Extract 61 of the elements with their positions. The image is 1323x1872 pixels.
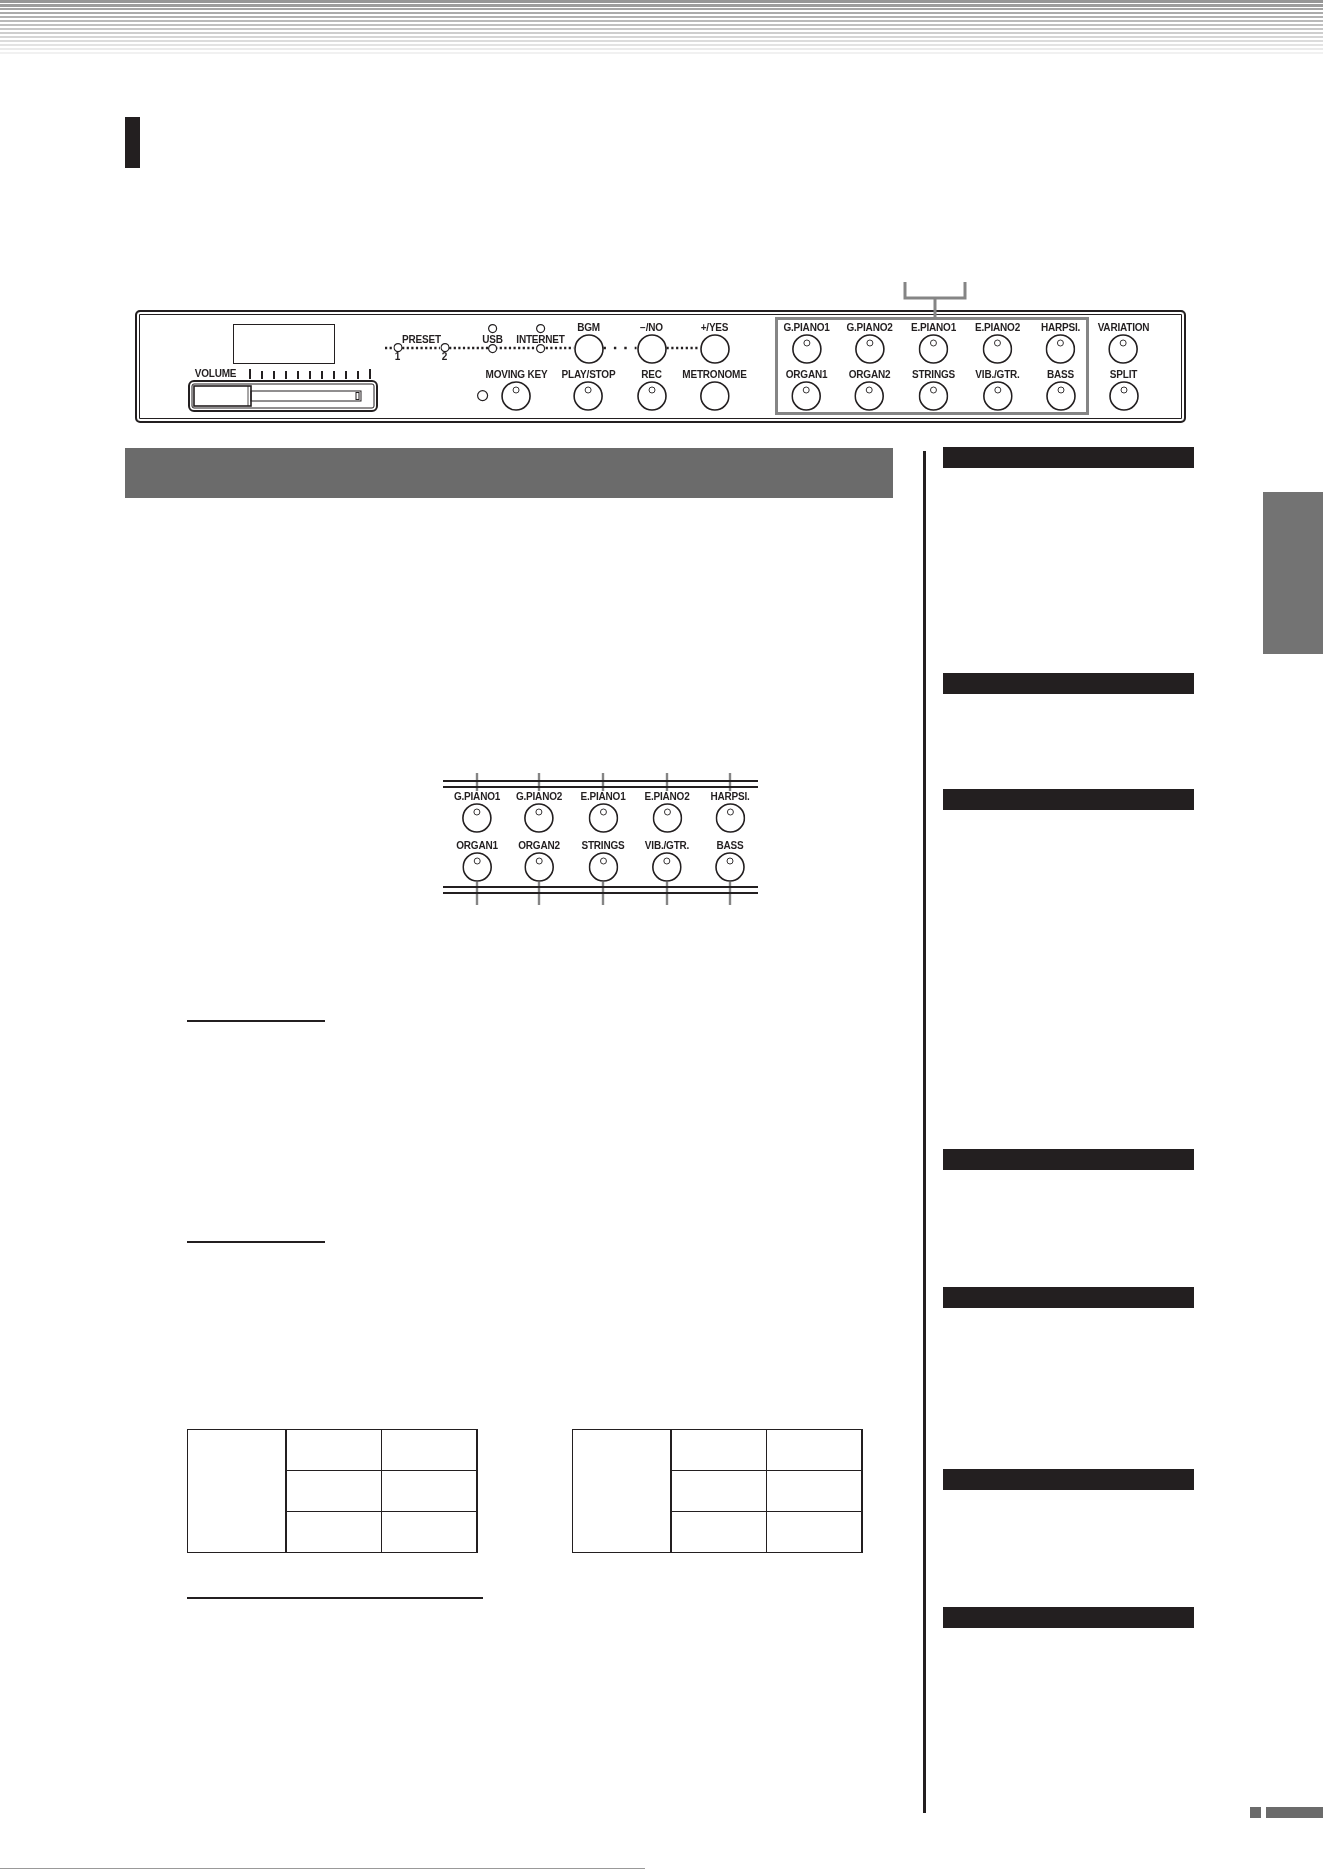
leader-line	[537, 882, 541, 905]
sidebar-heading-bar	[943, 1149, 1194, 1170]
indicator-label: INTERNET	[516, 334, 565, 345]
button-label: VARIATION	[1097, 321, 1150, 333]
button-label: SPLIT	[1109, 368, 1138, 380]
leader-line	[475, 773, 479, 791]
display-screen	[232, 323, 335, 364]
button-label: −/NO	[640, 321, 663, 333]
button-label: E.PIANO1	[580, 791, 626, 802]
button-label: G.PIANO1	[783, 321, 830, 333]
button-label: E.PIANO2	[974, 321, 1021, 333]
button-label: +/YES	[700, 321, 729, 333]
control-label: VOLUME	[194, 368, 237, 379]
dotted-line	[402, 346, 440, 350]
button-label: ORGAN1	[785, 368, 828, 380]
button-group-frame	[774, 316, 1089, 415]
button-label: G.PIANO2	[846, 321, 893, 333]
sidebar-heading-bar	[943, 789, 1194, 810]
button-label: G.PIANO2	[515, 791, 563, 802]
button-label: ORGAN2	[848, 368, 891, 380]
indicator-label: USB	[482, 334, 503, 345]
sidebar-heading-bar	[943, 673, 1194, 694]
leader-line	[665, 773, 669, 791]
section-heading-band	[125, 448, 893, 498]
button-label: REC	[641, 368, 662, 380]
side-tab	[1263, 492, 1323, 654]
button-label: VIB./GTR.	[644, 840, 690, 851]
button-label: BASS	[1047, 368, 1074, 380]
button-label: E.PIANO2	[644, 791, 690, 802]
button-label: E.PIANO1	[910, 321, 957, 333]
dotted-line	[666, 346, 700, 350]
button-label: HARPSI.	[1040, 321, 1081, 333]
button-label: HARPSI.	[710, 791, 750, 802]
button-label: MOVING KEY	[485, 368, 548, 380]
leader-line	[728, 882, 732, 905]
indicator-number: 2	[441, 352, 448, 363]
leader-line	[537, 773, 541, 791]
sidebar-heading-bar	[943, 1287, 1194, 1308]
leader-line	[665, 882, 669, 905]
leader-line	[601, 882, 605, 905]
button-label: VIB./GTR.	[975, 368, 1020, 380]
button-label: METRONOME	[682, 368, 747, 380]
sidebar-heading-bar	[943, 1607, 1194, 1628]
button-label: STRINGS	[911, 368, 956, 380]
button-label: ORGAN2	[518, 840, 560, 851]
indicator-number: 1	[394, 352, 401, 363]
leader-line	[728, 773, 732, 791]
indicator-label: PRESET	[402, 334, 441, 345]
button-label: BGM	[577, 321, 600, 333]
dotted-line	[385, 346, 393, 350]
button-label: BASS	[716, 840, 744, 851]
button-label: PLAY/STOP	[561, 368, 616, 380]
dotted-line	[603, 346, 637, 350]
leader-line	[475, 882, 479, 905]
sidebar-heading-bar	[943, 1469, 1194, 1490]
button-label: STRINGS	[581, 840, 625, 851]
sidebar-heading-bar	[943, 447, 1194, 468]
button-label: G.PIANO1	[453, 791, 501, 802]
dotted-line	[449, 346, 574, 350]
button-label: ORGAN1	[456, 840, 498, 851]
leader-line	[601, 773, 605, 791]
